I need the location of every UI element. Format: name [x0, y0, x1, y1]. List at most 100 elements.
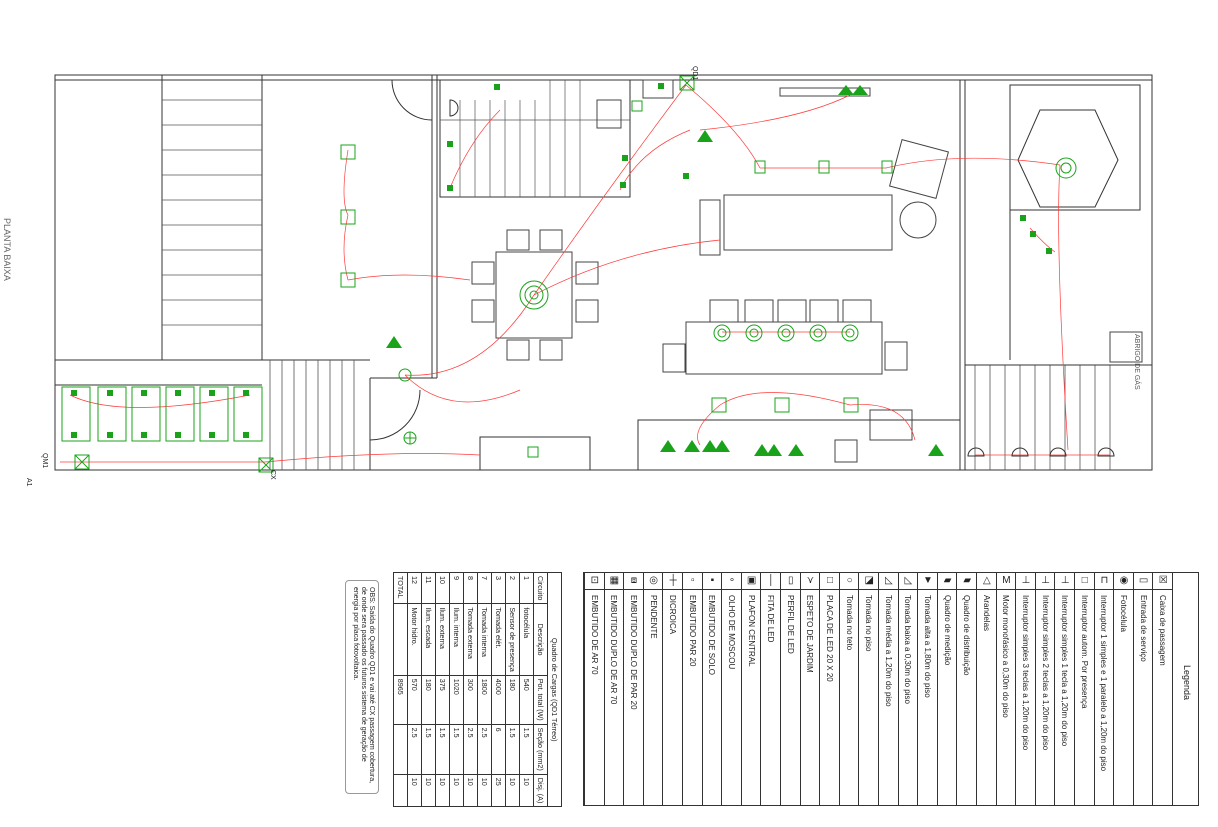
legend-item: ◺Tomada baixa a 0,30m do piso	[897, 573, 919, 805]
label-gas-shelter: ABRIGO DE GÁS	[1133, 334, 1140, 390]
legend-item: ⧈EMBUTIDO DUPLO DE PAR 20	[623, 573, 644, 805]
table-cell: Tomada interna	[477, 603, 492, 676]
legend-symbol-icon: ◪	[864, 575, 874, 586]
legend-divider	[781, 589, 801, 590]
legend-symbol-icon: ▦	[609, 575, 620, 586]
legend-divider	[761, 589, 781, 590]
legend-title: Legenda	[1182, 665, 1192, 701]
led-panel-light	[340, 272, 356, 288]
table-cell: 1.5	[505, 724, 520, 775]
table-cell: 180	[421, 675, 436, 725]
table-cell: 10	[463, 774, 478, 807]
table-cell: Ilum. interna	[449, 603, 464, 676]
legend-label: Tomada baixa a 0,30m do piso	[903, 595, 913, 704]
legend-divider	[859, 589, 879, 590]
table-cell: 2.5	[463, 724, 478, 775]
electrical-devices	[61, 75, 1077, 473]
legend-item: ◪Tomada no piso	[858, 573, 879, 805]
table-cell: 11	[421, 572, 436, 604]
legend-label: EMBUTIDO DUPLO DE AR 70	[609, 595, 619, 705]
table-cell	[393, 603, 408, 676]
table-cell: 10	[505, 774, 520, 807]
legend-divider	[977, 589, 997, 590]
load-table-header: Disj. (A)	[533, 774, 548, 807]
table-cell: 12	[407, 572, 422, 604]
wiring	[60, 84, 1110, 463]
legend-item: ○ Tomada no teto	[838, 573, 860, 805]
legend-item: ◺Tomada média a 1,20m do piso	[878, 573, 899, 805]
legend-label: Fotocélula	[1118, 595, 1128, 632]
table-cell: 10	[435, 572, 450, 604]
legend-item: ▦ EMBUTIDO DUPLO DE AR 70	[603, 573, 625, 805]
load-table-header: Circuito	[533, 572, 548, 604]
table-cell: 300	[463, 675, 478, 725]
legend-item: ▭Entrada de serviço	[1132, 573, 1154, 805]
legend-symbol-icon: ∘	[728, 575, 736, 586]
legend-item: ⊥Interruptor simples 1 tecla a 1,20m do …	[1054, 573, 1075, 805]
legend-item: ▫EMBUTIDO PAR 20	[682, 573, 703, 805]
furniture	[471, 79, 1143, 463]
legend-symbol-icon: ○	[846, 575, 853, 586]
legend-divider	[683, 589, 703, 590]
table-cell	[393, 724, 408, 775]
legend-divider	[957, 589, 977, 590]
load-table: Quadro de Cargas (QD1 Térreo) Circuito D…	[393, 572, 562, 807]
table-cell: 180	[505, 675, 520, 725]
table-cell: 1800	[477, 675, 492, 725]
legend-divider	[996, 589, 1017, 590]
legend-divider	[1114, 589, 1134, 590]
legend-item: ⊥Interruptor simples 2 teclas a 1,20m do…	[1034, 573, 1056, 805]
legend-symbol-icon: ▣	[746, 575, 757, 586]
table-cell	[393, 774, 408, 807]
legend-label: Tomada alta a 1,80m do piso	[922, 595, 932, 698]
table-cell: 1.5	[449, 724, 464, 775]
legend-item: ☒Caixa de passagem	[1152, 573, 1173, 805]
legend-label: PLAFON CENTRAL	[746, 595, 756, 667]
load-table-header: Pot. total (W)	[533, 675, 548, 725]
load-table-header: Seção (mm2)	[533, 724, 548, 775]
legend-divider	[624, 589, 644, 590]
table-cell: 1.5	[435, 724, 450, 775]
legend-symbol-icon: □	[826, 575, 833, 586]
legend-label: Motor monofásico a 0,30m do piso	[1001, 595, 1011, 718]
table-cell: 3	[491, 572, 506, 604]
legend-symbol-icon: ▰	[943, 575, 952, 586]
legend-item: ▰Quadro de medição	[936, 573, 958, 805]
table-cell: 10	[435, 774, 450, 807]
legend-label: Interruptor 1 simples e 1 paralelo a 1,2…	[1099, 595, 1109, 772]
legend-divider	[1016, 589, 1036, 590]
legend-label: OLHO DE MOSCOU	[726, 595, 736, 670]
legend-label: Interruptor simples 3 teclas a 1,20m do …	[1020, 595, 1030, 751]
table-cell: 10	[477, 774, 492, 807]
legend-label: EMBUTIDO PAR 20	[687, 595, 697, 667]
legend-item: ⋎ESPETO DE JARDIM	[799, 573, 821, 805]
legend-symbol-icon: △	[982, 575, 991, 586]
table-cell: 7	[477, 572, 492, 604]
legend-divider	[898, 589, 919, 590]
legend-label: EMBUTIDO DE SOLO	[707, 595, 717, 676]
legend-symbol-icon: ┼	[669, 575, 677, 586]
legend-divider	[839, 589, 860, 590]
legend-item: ∘ OLHO DE MOSCOU	[721, 573, 742, 805]
legend-item: ▯PERFIL DE LED	[780, 573, 801, 805]
wall-sconces	[449, 99, 1115, 457]
legend-item: ⊡EMBUTIDO DE AR 70	[584, 573, 605, 805]
legend-divider	[1075, 589, 1095, 590]
legend-symbol-icon: ⊓	[1100, 575, 1109, 586]
load-table-title: Quadro de Cargas (QD1 Térreo)	[547, 572, 562, 807]
legend-label: FITA DE LED	[766, 595, 776, 643]
legend-divider	[1153, 589, 1173, 590]
legend-symbol-icon: ◺	[884, 575, 893, 586]
legend-symbol-icon: ⊥	[1041, 575, 1050, 586]
legend-divider	[604, 589, 625, 590]
legend-label: Tomada no teto	[844, 595, 854, 651]
legend-label: PENDENTE	[648, 595, 658, 639]
led-panel-light	[340, 144, 356, 160]
legend-label: Interruptor simples 1 tecla a 1,20m do p…	[1060, 595, 1070, 747]
